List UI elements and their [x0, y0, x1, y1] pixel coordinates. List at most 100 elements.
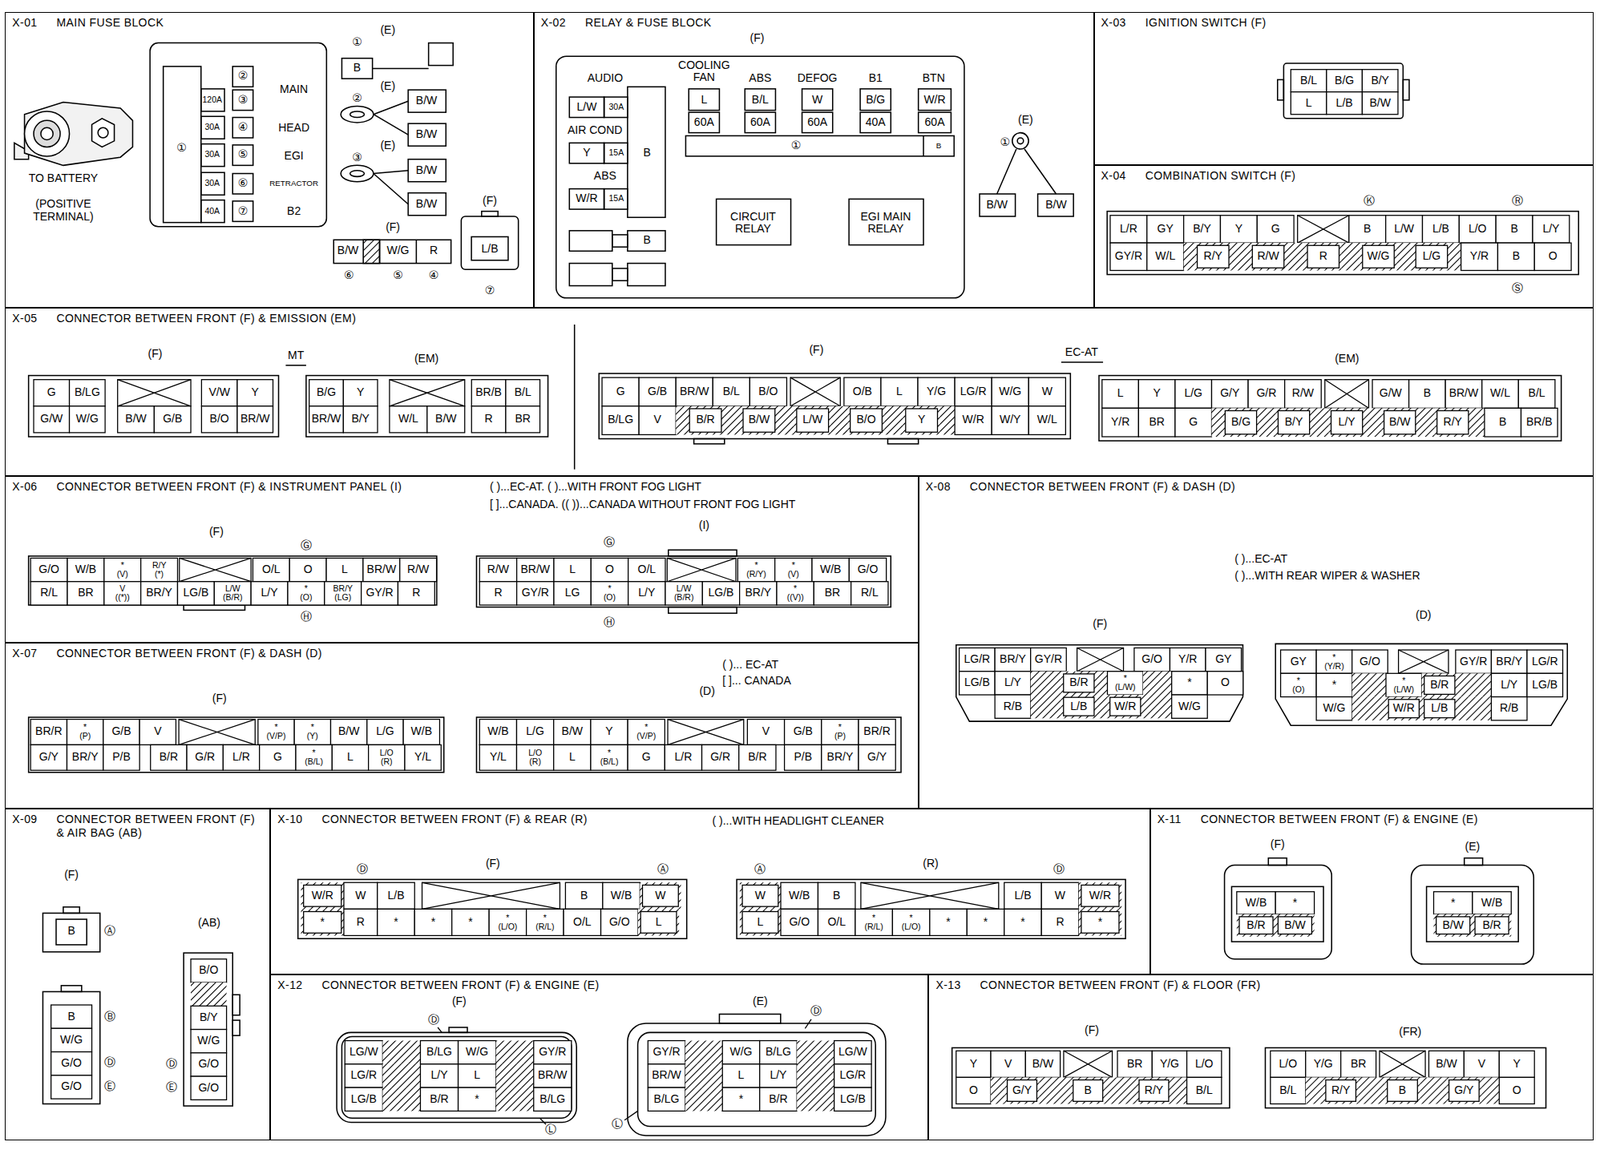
pin-cell — [759, 1087, 797, 1112]
wire-color-code: Y/G — [1313, 1058, 1334, 1071]
pin-cell — [892, 909, 930, 936]
annotation: EGI — [284, 149, 304, 162]
hatched-area — [301, 909, 344, 936]
pin-cell — [1434, 408, 1472, 437]
connector-panel: X-07CONNECTOR BETWEEN FRONT (F) & DASH (… — [4, 642, 918, 809]
connector-panel: X-02RELAY & FUSE BLOCK — [533, 12, 1095, 308]
wire-color-code: B — [1498, 416, 1507, 429]
wire-color-code: V — [762, 726, 770, 739]
wire-color-code: R/W — [407, 563, 429, 576]
wire-color-code: B/L — [1279, 1084, 1297, 1097]
wire-color-code: B/LG — [74, 386, 101, 399]
blank-pin-cross — [1063, 1050, 1113, 1078]
pin-box — [324, 581, 362, 606]
wire-color-code: L — [347, 751, 354, 764]
pin-cell — [1275, 892, 1314, 915]
pin-cell — [784, 744, 822, 771]
pin-cell — [420, 1087, 458, 1112]
annotation: 30A — [204, 150, 220, 161]
pin-cell — [563, 909, 601, 936]
wire-color-code: * (L/W) — [1393, 676, 1415, 695]
wire-color-code: * — [1020, 916, 1025, 929]
wire-color-code: L/Y — [1542, 222, 1560, 235]
pin-cell — [1134, 647, 1171, 671]
pin-box — [590, 744, 628, 771]
pin-cell — [117, 406, 155, 433]
relay-fuse-block — [612, 234, 628, 247]
wire-color-code: O/L — [262, 563, 281, 576]
pin-cell — [1482, 379, 1520, 409]
wire-color-code: Y — [1152, 387, 1160, 400]
pin-cell — [628, 581, 666, 606]
pin-cell — [104, 581, 142, 606]
annotation: (F) — [1092, 618, 1108, 631]
panel-number: X-04 — [1101, 169, 1127, 183]
wire-color-code: G/Y — [867, 751, 887, 764]
pin-box — [813, 581, 851, 606]
pin-cell — [324, 581, 362, 606]
pin-cell — [1147, 242, 1184, 271]
connector-housing — [42, 913, 100, 952]
annotation: (F) — [485, 857, 501, 870]
panel-number: X-07 — [12, 646, 37, 661]
pin-box — [222, 744, 259, 771]
hatched-area — [1418, 408, 1435, 437]
pin-box — [397, 581, 435, 606]
pin-box — [368, 744, 405, 771]
panel-number: X-10 — [277, 812, 303, 827]
pin-box — [1422, 215, 1460, 243]
pin-box — [1352, 650, 1389, 674]
wire-color-code: LG/B — [840, 1093, 866, 1106]
pin-cell — [190, 982, 227, 1007]
pin-cell — [1107, 694, 1144, 719]
wire-color-code: * — [1450, 896, 1455, 910]
pin-box — [1437, 411, 1469, 435]
wire-color-code: G/R — [1256, 387, 1277, 400]
pin-cell — [1138, 379, 1176, 409]
pin-cell — [1117, 1050, 1152, 1078]
wire-color-code: L/Y — [638, 587, 655, 600]
pin-cell — [784, 719, 822, 746]
pin-box — [1081, 912, 1120, 934]
pin-cell — [903, 406, 941, 436]
pin-cell — [831, 406, 849, 436]
hatched-area — [990, 1077, 1005, 1104]
wire-color-code: R/B — [1003, 700, 1023, 713]
panel-title: CONNECTOR BETWEEN FRONT (F) & ENGINE (E) — [1200, 812, 1588, 827]
hatched-area — [1183, 242, 1196, 271]
pin-cell — [994, 647, 1031, 671]
pin-box — [303, 884, 342, 907]
wire-color-code: W/G — [60, 1034, 83, 1047]
divider-line — [1061, 361, 1104, 364]
wire-color-code: L/O (R) — [528, 748, 542, 767]
pin-cell — [1422, 673, 1459, 697]
pin-box — [742, 912, 779, 934]
pin-box — [1280, 673, 1318, 697]
wire-color-code: G/B — [793, 726, 813, 739]
pin-cell — [30, 557, 68, 582]
annotation: ( )...WITH HEADLIGHT CLEANER — [712, 815, 885, 828]
hatched-area — [1422, 673, 1459, 697]
pin-box — [1171, 671, 1209, 695]
pin-cell — [67, 719, 104, 746]
wire-color-code: * (Y) — [307, 723, 319, 741]
pin-cells — [30, 69, 1572, 1112]
pin-box — [1102, 408, 1140, 437]
pin-cell — [458, 1041, 497, 1065]
pin-cell — [343, 882, 378, 910]
pin-box — [414, 909, 452, 936]
hatched-area — [638, 909, 679, 936]
pin-cell — [675, 377, 713, 407]
wire-color-code: Y — [917, 414, 926, 427]
annotation: L/W — [576, 101, 597, 114]
annotation: ③ — [351, 152, 363, 165]
wire-color-code: W/B — [788, 889, 810, 902]
wire-color-code: W/R — [962, 414, 985, 427]
hatched-area — [903, 406, 941, 436]
wire-color-code: GY/R — [1115, 250, 1143, 263]
battery-terminal — [97, 127, 109, 138]
pin-box — [602, 406, 639, 436]
pin-box — [747, 719, 784, 746]
pin-box — [51, 1005, 93, 1029]
